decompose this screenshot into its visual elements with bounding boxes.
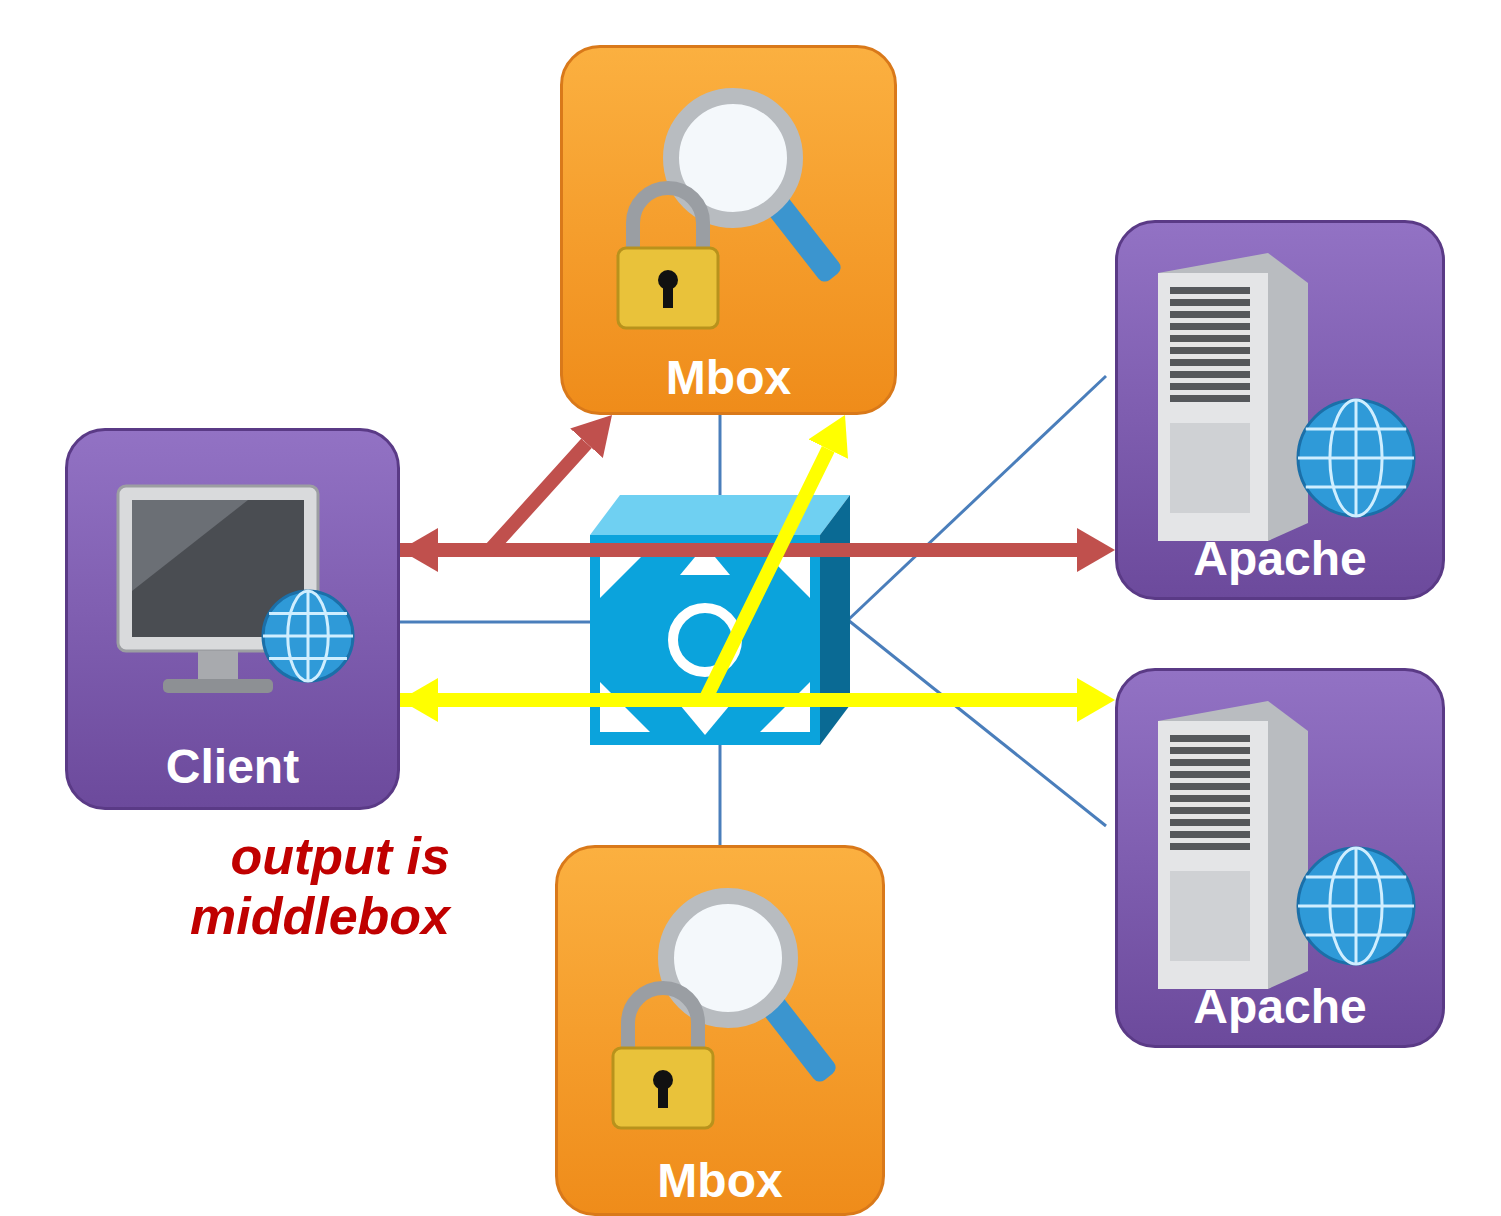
- apache-icon: [1118, 223, 1448, 543]
- middlebox-node: Mbox: [555, 845, 885, 1216]
- server-node: Apache: [1115, 668, 1445, 1048]
- node-label: Client: [166, 741, 299, 793]
- mbox-icon: [563, 48, 900, 358]
- note-text: output is middlebox: [130, 826, 450, 946]
- node-label: Apache: [1193, 981, 1366, 1033]
- mbox-icon: [558, 848, 888, 1159]
- node-label: Mbox: [666, 352, 791, 404]
- flow-arrow: [400, 449, 828, 700]
- flow-arrow: [400, 443, 587, 550]
- network-links: [400, 376, 1106, 848]
- client-icon: [68, 431, 403, 753]
- apache-icon: [1118, 671, 1448, 991]
- flow-arrow: [438, 543, 1077, 557]
- client-node: Client: [65, 428, 400, 810]
- node-label: Mbox: [657, 1155, 782, 1207]
- switch-icon: [590, 495, 850, 745]
- node-label: Apache: [1193, 533, 1366, 585]
- middlebox-node: Mbox: [560, 45, 897, 415]
- server-node: Apache: [1115, 220, 1445, 600]
